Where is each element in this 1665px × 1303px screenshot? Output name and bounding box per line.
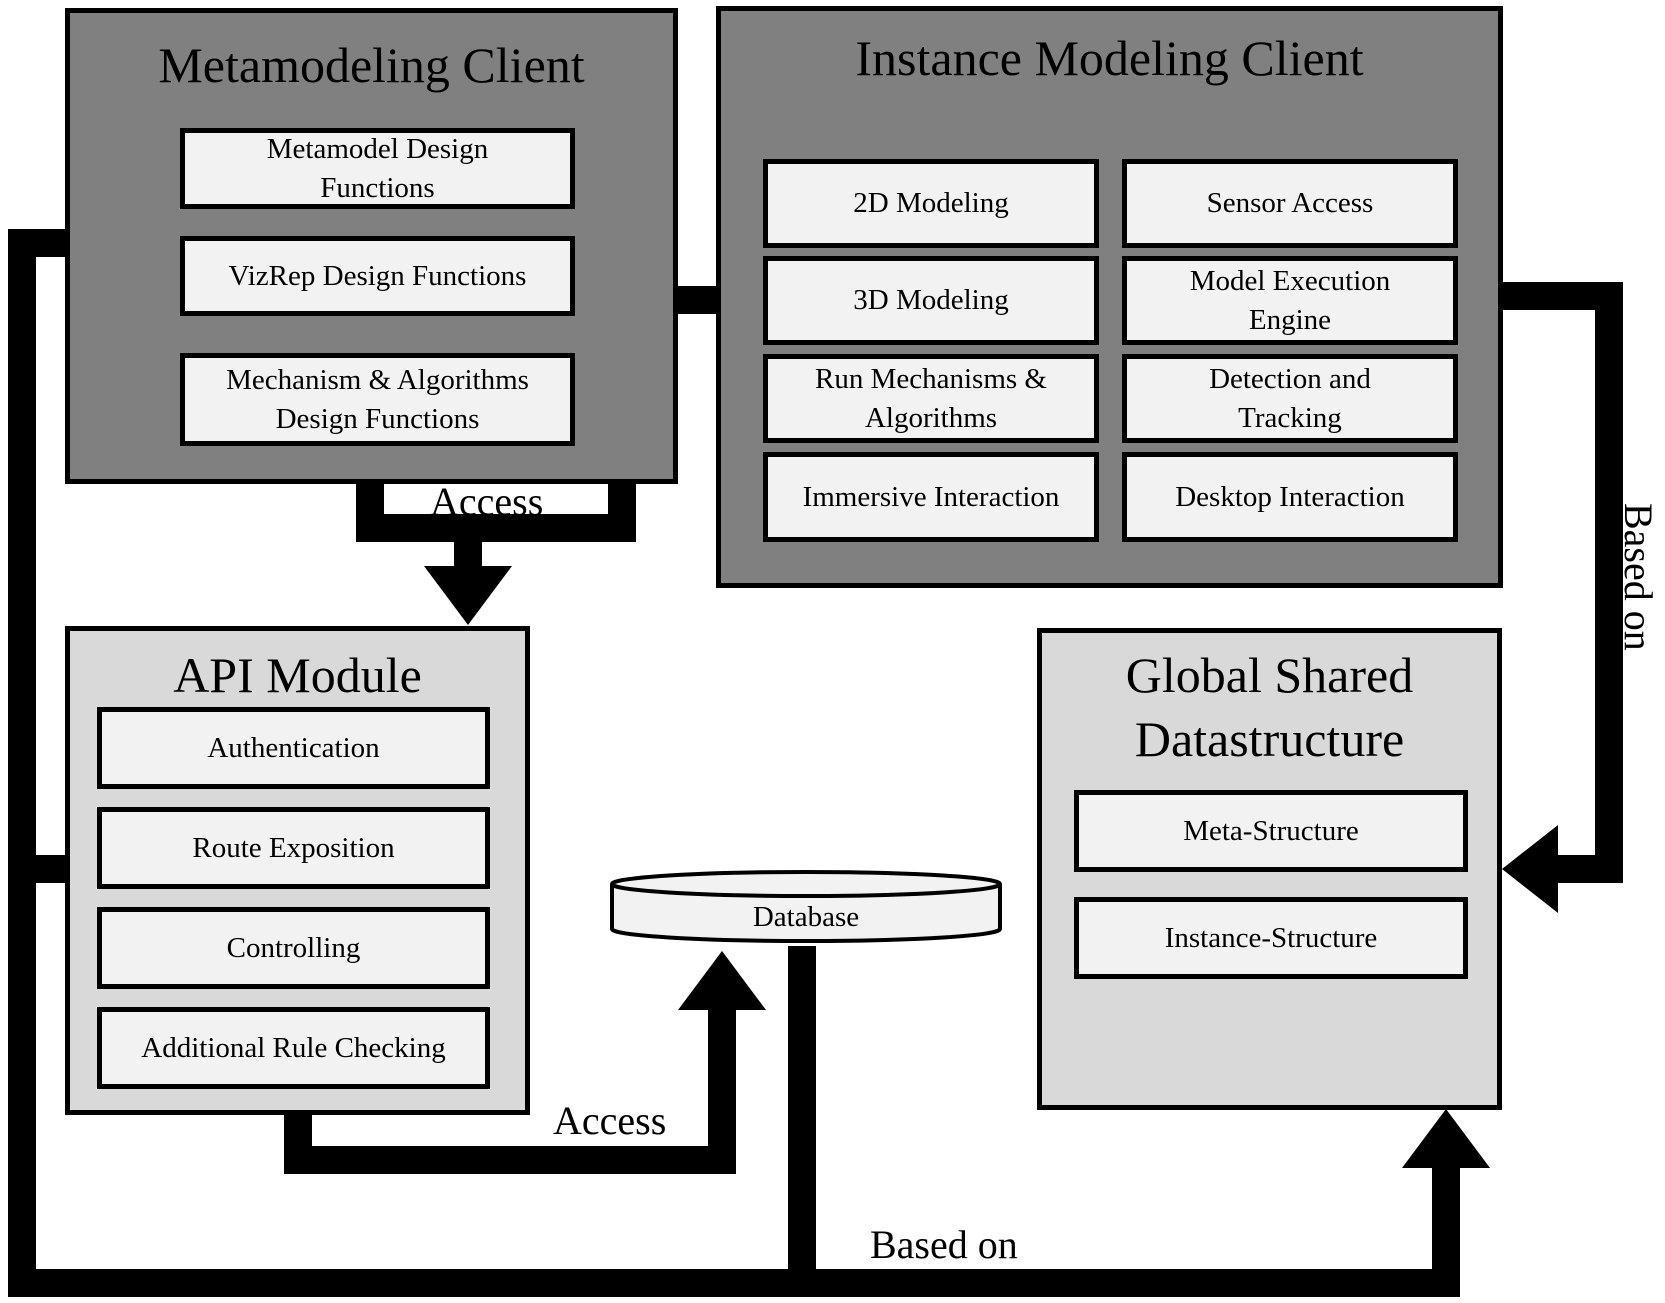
2d-modeling: 2D Modeling	[763, 159, 1099, 248]
metamodeling-client-title: Metamodeling Client	[158, 37, 585, 93]
controlling: Controlling	[97, 907, 490, 989]
instance-modeling-client-title: Instance Modeling Client	[855, 30, 1364, 86]
connector-metamodeling-to-api	[356, 480, 482, 566]
database-label: Database	[752, 901, 860, 933]
additional-rule-checking: Additional Rule Checking	[97, 1007, 490, 1089]
access-label-top: Access	[430, 479, 544, 524]
database-cylinder	[610, 870, 1002, 943]
connector-api-to-database	[284, 1010, 736, 1174]
meta-structure: Meta-Structure	[1074, 790, 1468, 872]
detection-and-tracking: Detection and Tracking	[1122, 354, 1458, 443]
instance-structure: Instance-Structure	[1074, 897, 1468, 979]
sensor-access: Sensor Access	[1122, 159, 1458, 248]
vizrep-design-functions: VizRep Design Functions	[180, 236, 575, 316]
metamodel-design-functions: Metamodel Design Functions	[180, 128, 575, 209]
arrowhead-to-database	[678, 951, 766, 1010]
route-exposition: Route Exposition	[97, 807, 490, 889]
api-module-title: API Module	[173, 647, 422, 703]
arrowhead-to-gsd-bottom	[1402, 1109, 1490, 1168]
global-shared-datastructure-title: Global Shared Datastructure	[1125, 647, 1414, 767]
mechanism-algorithms-design-functions: Mechanism & Algorithms Design Functions	[180, 353, 575, 446]
access-label-bottom: Access	[553, 1098, 667, 1143]
run-mechanisms-algorithms: Run Mechanisms & Algorithms	[763, 354, 1099, 443]
based-on-label-bottom: Based on	[870, 1222, 1018, 1267]
based-on-label-right: Based on	[1616, 503, 1661, 651]
immersive-interaction: Immersive Interaction	[763, 452, 1099, 542]
connector-instance-to-gsd	[1497, 282, 1623, 883]
model-execution-engine: Model Execution Engine	[1122, 256, 1458, 345]
3d-modeling: 3D Modeling	[763, 256, 1099, 345]
desktop-interaction: Desktop Interaction	[1122, 452, 1458, 542]
connector-left-bus	[8, 229, 1460, 1297]
arrowhead-to-api	[424, 566, 512, 625]
arrowhead-to-gsd-right	[1502, 825, 1558, 913]
authentication: Authentication	[97, 707, 490, 789]
